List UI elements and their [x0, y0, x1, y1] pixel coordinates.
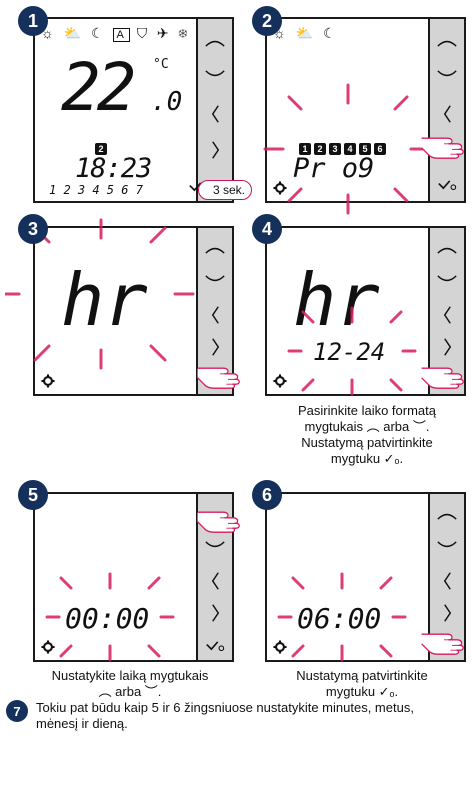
caption-line: Nustatykite laiką mygtukais	[51, 668, 209, 683]
program-day-badges: 1 2 3 4 5 6	[299, 143, 386, 155]
pointing-hand-icon	[196, 500, 244, 534]
step-7-text: Tokiu pat būdu kaip 5 ir 6 žingsniuose n…	[36, 700, 414, 731]
down-button[interactable]	[430, 530, 464, 560]
up-button[interactable]	[430, 234, 464, 264]
button-strip	[428, 494, 464, 660]
clock-display: 06:00	[297, 602, 382, 635]
left-button[interactable]	[430, 566, 464, 596]
program-display: Pr o9	[293, 153, 375, 184]
caption-line: mygtuku ✓ₒ.	[325, 684, 399, 699]
button-strip	[196, 19, 232, 201]
mode-icons-row: ☼ ⛅ ☾ A ⛉ ✈ ❄	[41, 25, 191, 42]
left-button[interactable]	[430, 300, 464, 330]
step-4-badge: 4	[252, 214, 282, 244]
right-button[interactable]	[198, 598, 232, 628]
left-button[interactable]	[198, 300, 232, 330]
left-button[interactable]	[198, 566, 232, 596]
temperature-unit: °C	[153, 57, 169, 72]
day-badge: 2	[314, 143, 326, 155]
caption-line: Nustatymą patvirtinkite	[296, 668, 428, 683]
left-button[interactable]	[430, 99, 464, 129]
confirm-button[interactable]	[430, 169, 464, 199]
temperature-main: 22	[61, 49, 137, 126]
down-button[interactable]	[430, 59, 464, 89]
step-6-caption: Nustatymą patvirtinkite mygtuku ✓ₒ.	[262, 668, 462, 700]
day-badge: 3	[329, 143, 341, 155]
right-button[interactable]	[198, 135, 232, 165]
gear-icon	[41, 640, 55, 654]
down-button[interactable]	[198, 59, 232, 89]
caption-line: mygtuku ✓ₒ.	[330, 451, 404, 466]
step-4-caption: Pasirinkite laiko formatą mygtukais ︵ ar…	[262, 403, 472, 467]
gear-icon	[273, 181, 287, 195]
caption-line: Pasirinkite laiko formatą	[298, 403, 436, 418]
pointing-hand-icon	[420, 622, 468, 656]
step-3-badge: 3	[18, 214, 48, 244]
day-badge: 6	[374, 143, 386, 155]
caption-line: mygtukais ︵ arba ︶.	[304, 419, 430, 434]
left-button[interactable]	[198, 99, 232, 129]
hour-format-display: hr	[61, 258, 148, 342]
temperature-decimal: .0	[151, 87, 183, 117]
pointing-hand-icon	[420, 356, 468, 390]
step-7-badge: 7	[6, 700, 28, 722]
clock-display: 00:00	[65, 602, 150, 635]
step-2-badge: 2	[252, 6, 282, 36]
day-badge: 5	[359, 143, 371, 155]
hold-duration-label: 3 sek.	[198, 180, 253, 200]
caption-line: ︵ arba ︶.	[98, 684, 162, 699]
thermostat-step-1: ☼ ⛅ ☾ A ⛉ ✈ ❄ 22 °C .0 2 18:23 1 2 3 4 5…	[33, 17, 234, 203]
down-button[interactable]	[198, 530, 232, 560]
gear-icon	[273, 374, 287, 388]
step-6-badge: 6	[252, 480, 282, 510]
day-badge: 1	[299, 143, 311, 155]
confirm-button[interactable]	[198, 630, 232, 660]
up-button[interactable]	[198, 234, 232, 264]
up-button[interactable]	[430, 500, 464, 530]
button-strip	[428, 228, 464, 394]
step-1-badge: 1	[18, 6, 48, 36]
step-5-caption: Nustatykite laiką mygtukais ︵ arba ︶.	[20, 668, 240, 700]
day-badge: 4	[344, 143, 356, 155]
day-indicator: 2	[95, 143, 107, 155]
hour-format-display: hr	[293, 258, 380, 342]
gear-icon	[273, 640, 287, 654]
button-strip	[428, 19, 464, 201]
caption-line: Nustatymą patvirtinkite	[301, 435, 433, 450]
clock-display: 18:23	[75, 153, 152, 184]
thermostat-step-3: hr	[5, 218, 234, 396]
format-value: 12-24	[313, 338, 386, 366]
up-button[interactable]	[198, 27, 232, 57]
weekdays-row: 1 2 3 4 5 6 7	[49, 183, 143, 197]
gear-icon	[41, 374, 55, 388]
down-button[interactable]	[430, 264, 464, 294]
down-button[interactable]	[198, 264, 232, 294]
thermostat-step-2: ☼ ⛅ ☾ 1 2 3 4 5 6 Pr o9	[263, 17, 466, 215]
step-5-badge: 5	[18, 480, 48, 510]
pointing-hand-icon	[420, 126, 468, 160]
up-button[interactable]	[430, 27, 464, 57]
pointing-hand-icon	[196, 356, 244, 390]
mode-icons-row: ☼ ⛅ ☾	[273, 25, 339, 41]
button-strip	[196, 228, 232, 394]
